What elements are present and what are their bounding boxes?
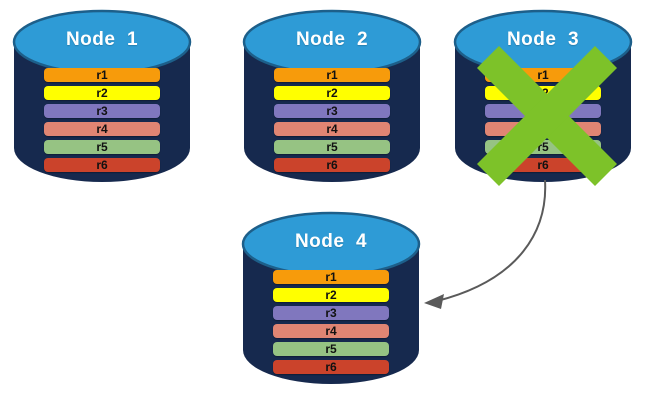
row-r2[interactable]: r2 xyxy=(485,86,601,100)
node-title: Node 3 xyxy=(506,29,580,50)
node-4[interactable]: Node 4 r1 r2 r3 r4 r5 r6 xyxy=(241,210,421,390)
row-r4[interactable]: r4 xyxy=(274,122,390,136)
node-title: Node 2 xyxy=(295,29,369,50)
row-r2[interactable]: r2 xyxy=(273,288,389,302)
row-r3[interactable]: r3 xyxy=(274,104,390,118)
node-2[interactable]: Node 2 r1 r2 r3 r4 r5 r6 xyxy=(242,8,422,188)
node-3[interactable]: Node 3 r1 r2 r3 r4 r5 r6 xyxy=(453,8,633,188)
row-r6[interactable]: r6 xyxy=(274,158,390,172)
row-r2[interactable]: r2 xyxy=(44,86,160,100)
row-r5[interactable]: r5 xyxy=(485,140,601,154)
row-r6[interactable]: r6 xyxy=(44,158,160,172)
row-r4[interactable]: r4 xyxy=(273,324,389,338)
node-title: Node 4 xyxy=(294,231,368,252)
row-r4[interactable]: r4 xyxy=(485,122,601,136)
row-r3[interactable]: r3 xyxy=(273,306,389,320)
row-r4[interactable]: r4 xyxy=(44,122,160,136)
row-r3[interactable]: r3 xyxy=(44,104,160,118)
row-r5[interactable]: r5 xyxy=(44,140,160,154)
row-r3[interactable]: r3 xyxy=(485,104,601,118)
row-r5[interactable]: r5 xyxy=(273,342,389,356)
node-1[interactable]: Node 1 r1 r2 r3 r4 r5 r6 xyxy=(12,8,192,188)
row-r2[interactable]: r2 xyxy=(274,86,390,100)
row-r5[interactable]: r5 xyxy=(274,140,390,154)
row-r6[interactable]: r6 xyxy=(485,158,601,172)
node-title: Node 1 xyxy=(65,29,139,50)
row-r6[interactable]: r6 xyxy=(273,360,389,374)
row-r1[interactable]: r1 xyxy=(44,68,160,82)
row-r1[interactable]: r1 xyxy=(485,68,601,82)
row-r1[interactable]: r1 xyxy=(274,68,390,82)
row-r1[interactable]: r1 xyxy=(273,270,389,284)
